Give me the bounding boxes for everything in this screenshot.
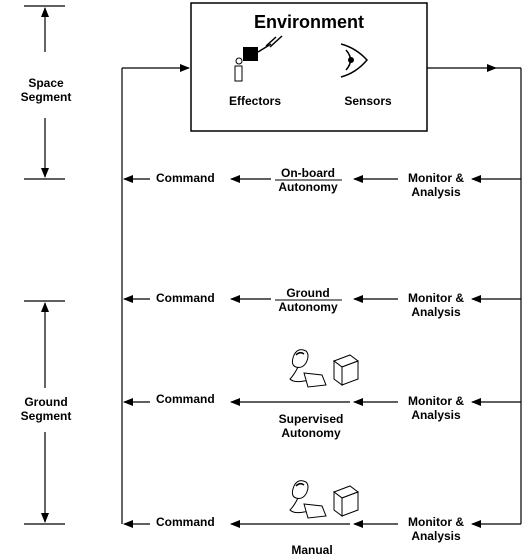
environment-box <box>190 2 428 132</box>
command-label: Command <box>156 171 215 185</box>
command-label: Command <box>156 291 215 305</box>
robot-arm-icon <box>234 35 283 82</box>
operator-at-workstation-icon <box>289 480 360 519</box>
monitor-analysis-label: Monitor &Analysis <box>408 394 464 422</box>
ground-segment-bracket <box>24 300 65 525</box>
environment-title: Environment <box>253 12 364 32</box>
row-1-arrows <box>123 175 521 183</box>
monitor-analysis-label: Monitor &Analysis <box>408 515 464 543</box>
sensors-label: Sensors <box>344 94 392 108</box>
space-segment-bracket <box>24 5 65 180</box>
command-label: Command <box>156 392 215 406</box>
monitor-analysis-label: Monitor &Analysis <box>408 171 464 199</box>
manual-label: Manual <box>291 543 333 557</box>
operator-at-workstation-icon <box>289 349 360 388</box>
effectors-label: Effectors <box>228 94 281 108</box>
command-label: Command <box>156 515 215 529</box>
eye-icon <box>340 43 368 78</box>
row-2-arrows <box>123 295 521 303</box>
monitor-analysis-label: Monitor &Analysis <box>408 291 464 319</box>
